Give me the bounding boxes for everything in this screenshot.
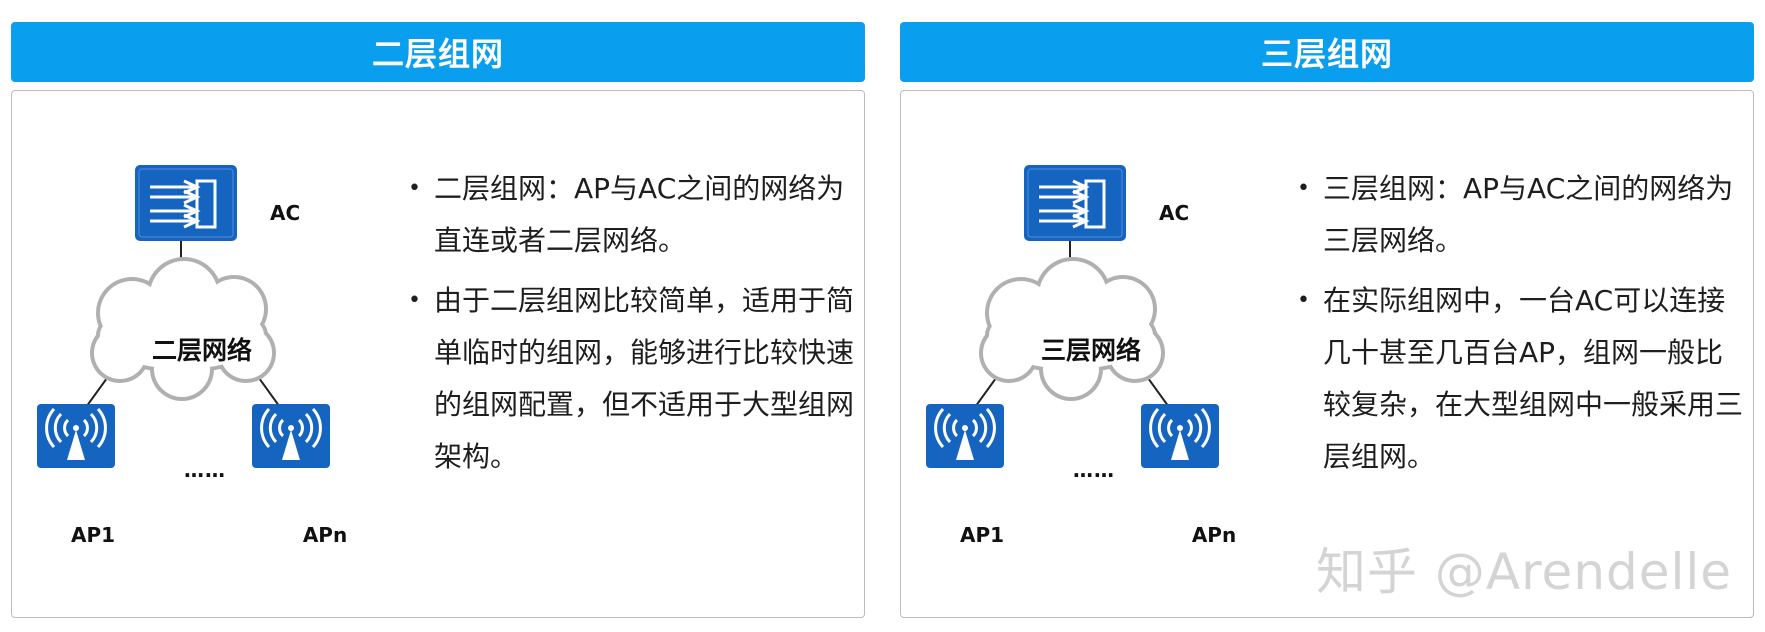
wireless-ap-icon (926, 404, 1004, 468)
ap1-label: AP1 (959, 523, 1005, 547)
network-diagram: AC 三层网络 …… AP1 APn (901, 91, 1261, 617)
ellipsis-label: …… (184, 458, 226, 482)
network-diagram: AC 二层网络 …… AP1 APn (12, 91, 372, 617)
list-item: • 二层组网：AP与AC之间的网络为直连或者二层网络。 (404, 163, 854, 267)
panel-title: 二层组网 (11, 22, 865, 82)
bullet-text: 由于二层组网比较简单，适用于简单临时的组网，能够进行比较快速的组网配置，但不适用… (434, 284, 855, 473)
layer3-panel: 三层组网 (900, 22, 1754, 618)
layer2-panel: 二层组网 (11, 22, 865, 618)
wireless-ap-icon (37, 404, 115, 468)
bullet-dot-icon: • (1297, 176, 1310, 201)
bullet-text: 二层组网：AP与AC之间的网络为直连或者二层网络。 (434, 172, 845, 257)
cloud-shape (979, 257, 1165, 401)
wireless-ap-icon (252, 404, 330, 468)
cloud-label: 三层网络 (1040, 336, 1141, 365)
ac-label: AC (1159, 201, 1190, 225)
list-item: • 在实际组网中，一台AC可以连接几十甚至几百台AP，组网一般比较复杂，在大型组网… (1293, 275, 1743, 483)
list-item: • 三层组网：AP与AC之间的网络为三层网络。 (1293, 163, 1743, 267)
switch-ac-icon (135, 165, 237, 241)
bullet-text: 在实际组网中，一台AC可以连接几十甚至几百台AP，组网一般比较复杂，在大型组网中… (1323, 284, 1744, 473)
panel-body: AC 二层网络 …… AP1 APn • 二层组网：AP与AC之间的网络为直连或者… (11, 90, 865, 618)
bullet-dot-icon: • (408, 176, 421, 201)
wireless-ap-icon (1141, 404, 1219, 468)
panel-title: 三层组网 (900, 22, 1754, 82)
ap1-label: AP1 (70, 523, 116, 547)
cloud-label: 二层网络 (151, 336, 252, 365)
cloud-shape (90, 257, 276, 401)
ac-label: AC (270, 201, 301, 225)
bullet-list: • 二层组网：AP与AC之间的网络为直连或者二层网络。 • 由于二层组网比较简单，适… (404, 163, 854, 491)
watermark-text: 知乎 @Arendelle (1316, 543, 1733, 601)
bullet-dot-icon: • (408, 288, 421, 313)
list-item: • 由于二层组网比较简单，适用于简单临时的组网，能够进行比较快速的组网配置，但不适… (404, 275, 854, 483)
panel-body: AC 三层网络 …… AP1 APn • 三层组网：AP与AC之间的网络为三层网络… (900, 90, 1754, 618)
bullet-dot-icon: • (1297, 288, 1310, 313)
bullet-text: 三层组网：AP与AC之间的网络为三层网络。 (1323, 172, 1734, 257)
apn-label: APn (302, 523, 348, 547)
ellipsis-label: …… (1073, 458, 1115, 482)
apn-label: APn (1191, 523, 1237, 547)
switch-ac-icon (1024, 165, 1126, 241)
bullet-list: • 三层组网：AP与AC之间的网络为三层网络。 • 在实际组网中，一台AC可以连接几… (1293, 163, 1743, 491)
